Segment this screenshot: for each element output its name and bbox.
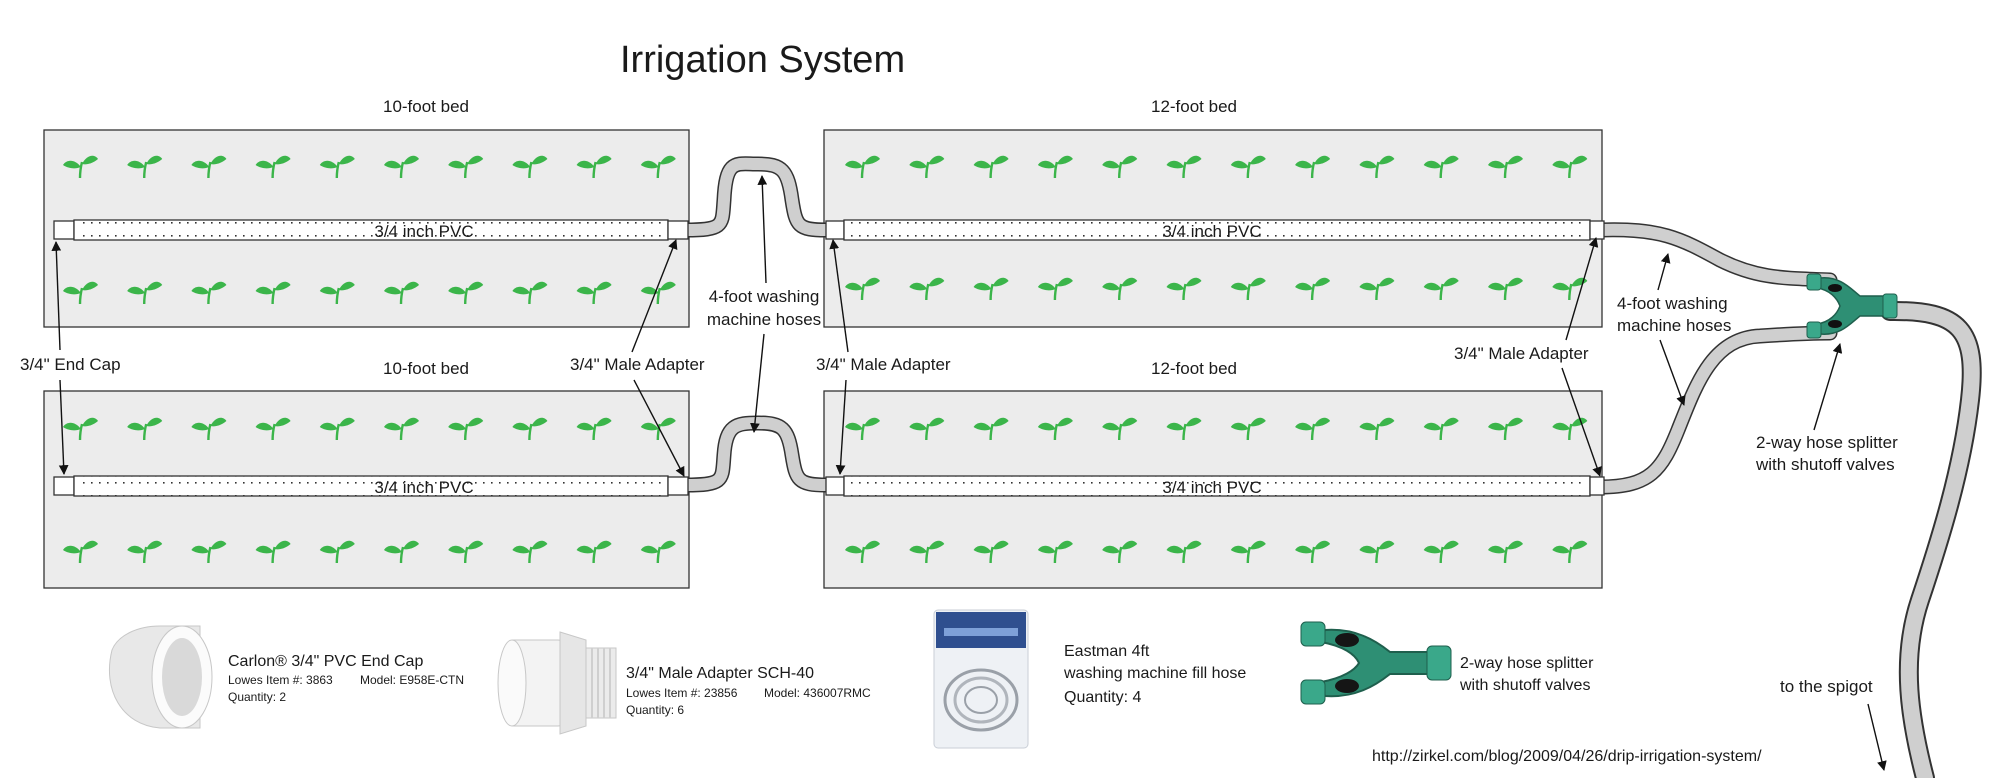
- male-adapter-icon: [497, 631, 617, 735]
- arrow-hoses-right-top: [1657, 253, 1671, 291]
- bed-label-top-left: 10-foot bed: [383, 97, 469, 116]
- part-fill-hose-title-line2: washing machine fill hose: [1063, 665, 1246, 682]
- arrow-end-cap-top: [51, 241, 62, 351]
- part-end-cap-item: Lowes Item #: 3863: [228, 673, 333, 687]
- part-end-cap-title: Carlon® 3/4" PVC End Cap: [228, 653, 423, 670]
- bed-label-bottom-right: 12-foot bed: [1151, 359, 1237, 378]
- part-male-adapter-title: 3/4" Male Adapter SCH-40: [626, 665, 814, 682]
- bed-label-bottom-left: 10-foot bed: [383, 359, 469, 378]
- callout-splitter-line1: 2-way hose splitter: [1756, 433, 1898, 452]
- arrow-splitter: [1813, 343, 1843, 431]
- hoses-layer: [678, 156, 1982, 783]
- callout-male-adapter-mid: 3/4" Male Adapter: [816, 355, 951, 374]
- callout-splitter-line2: with shutoff valves: [1755, 455, 1895, 474]
- washing-hose-bottom: [678, 415, 834, 493]
- pvc-label-top-left: 3/4 inch PVC: [374, 222, 473, 241]
- pvc-label-bottom-right: 3/4 inch PVC: [1162, 478, 1261, 497]
- pvc-pipes-layer: 3/4 inch PVC 3/4 inch PVC 3/4 inch PVC 3…: [53, 219, 1605, 497]
- arrow-spigot: [1867, 703, 1887, 771]
- source-url: http://zirkel.com/blog/2009/04/26/drip-i…: [1372, 748, 1762, 765]
- male-adapter-bottom-right: [1589, 476, 1605, 496]
- part-male-adapter-quantity: Quantity: 6: [626, 703, 684, 717]
- parts-list: Carlon® 3/4" PVC End Cap Lowes Item #: 3…: [108, 609, 1594, 749]
- diagram-title: Irrigation System: [620, 39, 905, 81]
- part-male-adapter-item: Lowes Item #: 23856: [626, 686, 738, 700]
- callout-hoses-mid-line1: 4-foot washing: [709, 287, 820, 306]
- male-adapter-top-right: [1589, 220, 1605, 240]
- callout-hoses-right-line2: machine hoses: [1617, 316, 1731, 335]
- pvc-label-top-right: 3/4 inch PVC: [1162, 222, 1261, 241]
- callout-hoses-mid-line2: machine hoses: [707, 310, 821, 329]
- callout-arrows: [51, 175, 1887, 771]
- callout-end-cap: 3/4" End Cap: [20, 355, 121, 374]
- part-fill-hose-title-line1: Eastman 4ft: [1064, 643, 1150, 660]
- arrow-hoses-right-bottom: [1659, 339, 1686, 406]
- arrow-male-adapter-mid-top: [829, 239, 849, 353]
- part-fill-hose-quantity: Quantity: 4: [1064, 689, 1141, 706]
- arrow-male-adapter-mid-bottom: [835, 379, 847, 475]
- pvc-label-bottom-left: 3/4 inch PVC: [374, 478, 473, 497]
- arrow-male-adapter-right-bottom: [1561, 367, 1602, 477]
- callout-male-adapter-right: 3/4" Male Adapter: [1454, 344, 1589, 363]
- arrow-male-adapter-left-top: [631, 239, 678, 353]
- bed-label-top-right: 12-foot bed: [1151, 97, 1237, 116]
- callout-hoses-right-line1: 4-foot washing: [1617, 294, 1728, 313]
- arrow-hoses-mid-top: [757, 175, 768, 284]
- end-cap-top: [53, 220, 75, 240]
- part-male-adapter-model: Model: 436007RMC: [764, 686, 871, 700]
- arrow-male-adapter-right-top: [1565, 237, 1599, 341]
- callout-spigot: to the spigot: [1780, 677, 1873, 696]
- male-adapter-bottom-left: [667, 476, 689, 496]
- arrow-end-cap-bottom: [58, 379, 69, 475]
- male-adapter-bottom-mid: [825, 476, 845, 496]
- male-adapter-top-mid: [825, 220, 845, 240]
- arrow-male-adapter-left-bottom: [633, 379, 685, 477]
- fill-hose-package-icon: [933, 609, 1029, 749]
- end-cap-bottom: [53, 476, 75, 496]
- arrow-hoses-mid-bottom: [750, 333, 765, 433]
- part-end-cap-model: Model: E958E-CTN: [360, 673, 464, 687]
- end-cap-icon: [108, 625, 213, 729]
- male-adapter-top-left: [667, 220, 689, 240]
- callout-male-adapter-left: 3/4" Male Adapter: [570, 355, 705, 374]
- part-splitter-title-line2: with shutoff valves: [1459, 677, 1590, 694]
- hose-splitter-diagram-icon: [1806, 273, 1898, 339]
- hose-splitter-icon: [1300, 621, 1452, 705]
- part-end-cap-quantity: Quantity: 2: [228, 690, 286, 704]
- washing-hose-top: [678, 156, 834, 238]
- part-splitter-title-line1: 2-way hose splitter: [1460, 655, 1594, 672]
